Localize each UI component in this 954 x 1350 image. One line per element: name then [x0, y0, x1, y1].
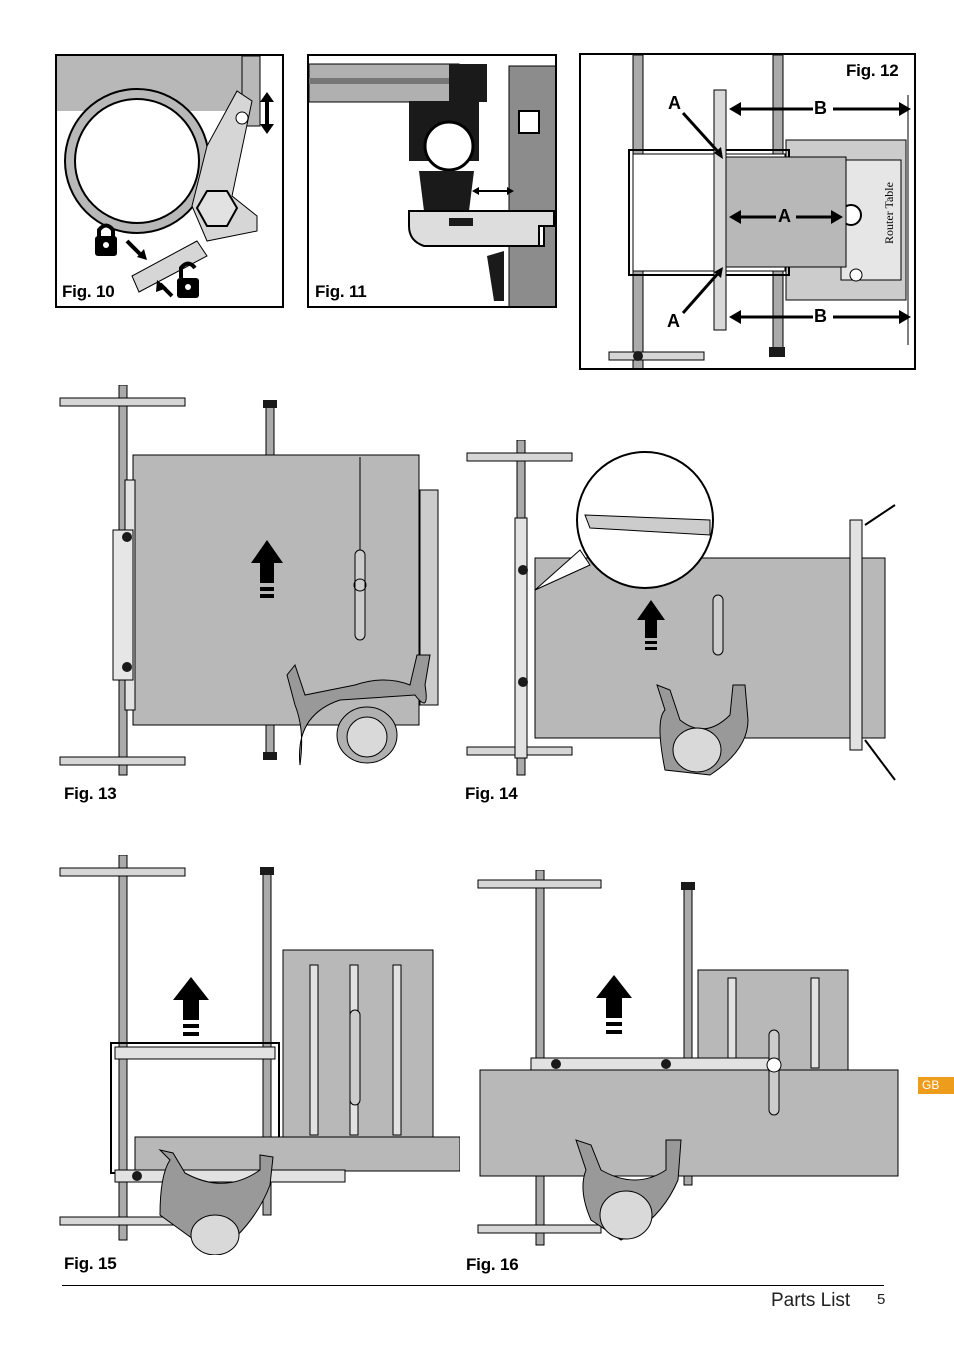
- figure-caption: Fig. 11: [315, 282, 367, 301]
- figure-caption: Fig. 14: [465, 784, 518, 803]
- arrow-up-icon: [637, 600, 665, 650]
- double-arrow-icon: [472, 187, 514, 195]
- padlock-unlocked-icon: [177, 261, 199, 298]
- label-b-bottom: B: [814, 306, 827, 326]
- figure-16: Fig. 16: [466, 870, 906, 1280]
- figure-14: Fig. 14: [465, 440, 910, 810]
- figure-caption: Fig. 15: [64, 1254, 117, 1273]
- arrow-up-icon: [173, 977, 209, 1036]
- fig12-top-view: Router Table: [608, 55, 911, 368]
- figure-15: Fig. 15: [55, 855, 460, 1280]
- figure-caption: Fig. 12: [846, 61, 899, 80]
- arrow-up-icon: [251, 540, 283, 598]
- figure-caption: Fig. 10: [62, 282, 115, 301]
- router-table-plate-text: Router Table: [882, 182, 896, 244]
- figure-11: Fig. 11: [307, 54, 557, 308]
- fig11-clamp-illustration: [309, 63, 555, 306]
- figure-12: Router Table A A A B B Fig. 12: [579, 53, 916, 370]
- figure-caption: Fig. 13: [64, 784, 117, 803]
- padlock-locked-icon: [95, 223, 117, 256]
- language-tab[interactable]: GB: [918, 1077, 954, 1094]
- label-b-top: B: [814, 98, 827, 118]
- fig13-top-view: [59, 385, 439, 776]
- label-a-middle: A: [778, 206, 791, 226]
- footer-section-title: Parts List: [771, 1290, 851, 1311]
- fig15-top-view: [59, 855, 460, 1255]
- label-a-bottom: A: [667, 311, 680, 331]
- fig14-top-view: [466, 440, 896, 781]
- figure-10: Fig. 10: [55, 54, 284, 308]
- footer-divider: [62, 1285, 884, 1286]
- figure-13: Fig. 13: [55, 385, 445, 810]
- fig10-clamp-illustration: [57, 56, 282, 306]
- page-number: 5: [877, 1291, 886, 1308]
- figure-caption: Fig. 16: [466, 1255, 519, 1274]
- label-a-top: A: [668, 93, 681, 113]
- arrow-up-icon: [596, 975, 632, 1034]
- fig16-top-view: [477, 870, 899, 1246]
